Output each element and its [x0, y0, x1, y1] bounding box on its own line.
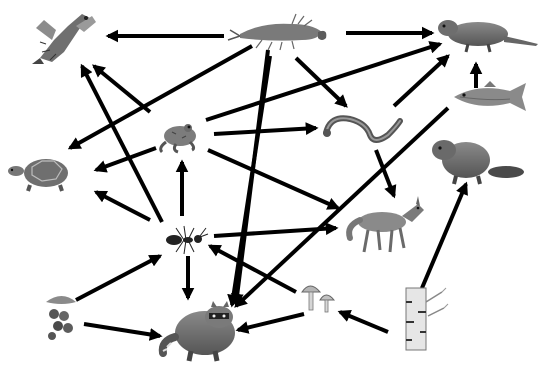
- arrow-berries-to-raccoon: [84, 324, 160, 336]
- mushroom-icon: [302, 286, 334, 312]
- snake-icon: [323, 118, 400, 140]
- hawk-icon: [32, 14, 96, 64]
- arrow-berries-to-ant: [76, 256, 160, 300]
- raccoon-icon: [163, 301, 235, 361]
- ant-icon: [166, 226, 208, 254]
- arrow-frog-to-coyote: [208, 150, 338, 208]
- arrow-shrimp-to-raccoon: [236, 50, 268, 304]
- arrow-frog-to-otter: [206, 44, 440, 120]
- arrow-mushroom-to-raccoon: [238, 314, 304, 330]
- fish-icon: [454, 81, 526, 111]
- turtle-icon: [8, 159, 68, 191]
- arrow-snake-to-otter: [394, 56, 448, 106]
- coyote-icon: [349, 196, 424, 252]
- frog-icon: [161, 124, 196, 152]
- arrow-ant-to-turtle: [96, 192, 150, 220]
- arrow-birch-to-mushroom: [340, 312, 388, 332]
- arrow-mushroom-to-ant: [210, 246, 296, 292]
- otter-icon: [438, 20, 538, 52]
- arrow-birch-to-beaver: [422, 184, 466, 288]
- arrow-frog-to-snake: [214, 128, 316, 134]
- crayfish-icon: [228, 14, 326, 50]
- berries-icon: [46, 296, 76, 340]
- birch-tree-icon: [406, 288, 448, 350]
- beaver-icon: [432, 140, 524, 184]
